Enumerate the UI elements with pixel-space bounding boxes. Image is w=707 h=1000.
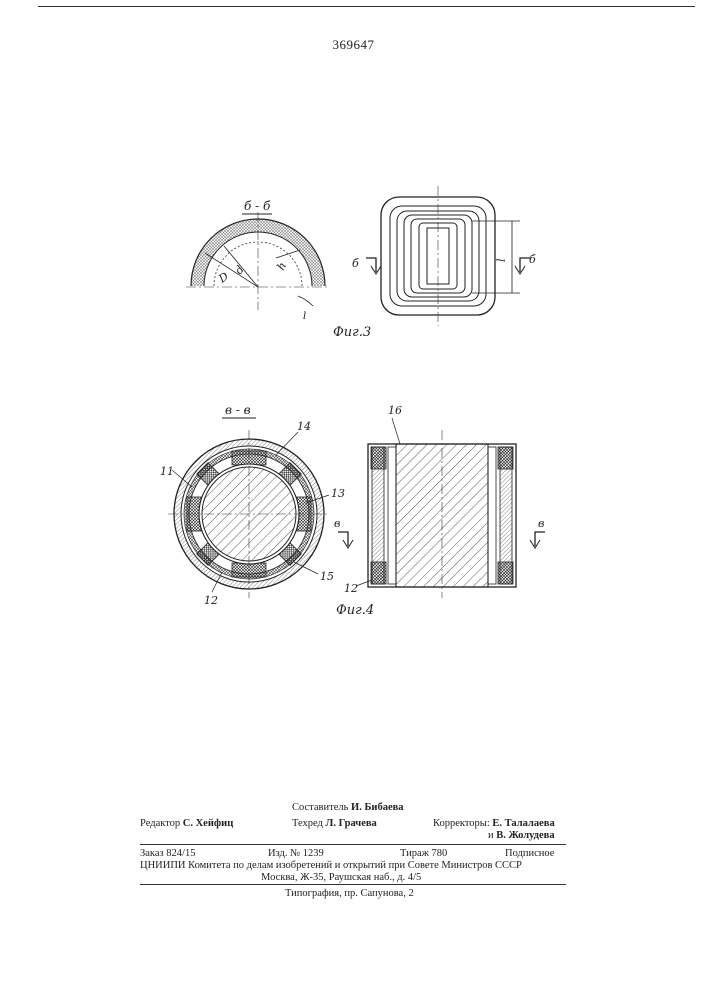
fig4-longitudinal-view: 16 12 в в xyxy=(334,404,545,598)
fig3-dim-h-line xyxy=(276,250,300,258)
footer-rule-1 xyxy=(140,844,566,845)
fig4-ref-11: 11 xyxy=(160,465,174,478)
fig4-ref-13: 13 xyxy=(331,487,345,500)
corrector-2: В. Жолудева xyxy=(496,830,554,841)
fig3-caption: Фиг.3 xyxy=(333,325,371,340)
fig3-section-view: б - б D d h l xyxy=(186,199,330,322)
fig4-ref-12b: 12 xyxy=(344,582,358,595)
fig3-cut-label-right: б xyxy=(529,253,536,266)
fig4-cut-right xyxy=(535,532,545,546)
editor-line: Редактор С. Хейфиц xyxy=(140,817,233,830)
corrector-1: Е. Талалаева xyxy=(492,818,554,829)
fig3-cut-label-left: б xyxy=(352,257,359,270)
fig4-cut-label-right: в xyxy=(538,517,544,530)
fig3-dim-l: l xyxy=(303,311,306,322)
fig3-dim-l-arc xyxy=(298,296,313,306)
editor-name: С. Хейфиц xyxy=(183,818,234,829)
techred-line: Техред Л. Грачева xyxy=(292,817,377,830)
fig3-cut-left xyxy=(366,258,376,272)
fig4-cut-label-left: в xyxy=(334,517,340,530)
fig4-caption: Фиг.4 xyxy=(336,603,374,618)
editor-label: Редактор xyxy=(140,818,180,829)
address: Москва, Ж-35, Раушская наб., д. 4/5 xyxy=(261,871,421,884)
fig4-ref-12a: 12 xyxy=(204,594,218,607)
fig4-ref-14: 14 xyxy=(297,420,311,433)
compiler-line: Составитель И. Бибаева xyxy=(292,801,404,814)
compiler-name: И. Бибаева xyxy=(351,802,404,813)
compiler-label: Составитель xyxy=(292,802,348,813)
fig4-ref-15: 15 xyxy=(320,570,334,583)
printer: Типография, пр. Сапунова, 2 xyxy=(285,887,414,900)
fig4-cut-left xyxy=(338,532,348,546)
fig3-dim-h: h xyxy=(274,260,289,273)
techred-name: Л. Грачева xyxy=(326,818,377,829)
corrector-2-line: и В. Жолудева xyxy=(488,829,555,842)
fig3-dim-D: D xyxy=(215,270,231,286)
fig3-dim-D-line xyxy=(205,253,258,287)
fig3-front-dim-l: l xyxy=(495,258,508,262)
fig3-section-label: б - б xyxy=(244,199,271,213)
correctors-label: Корректоры: xyxy=(433,818,490,829)
corrector-2-prefix: и xyxy=(488,830,494,841)
fig4-section-label: в - в xyxy=(225,403,251,417)
fig3-front-view: l б б xyxy=(352,186,536,326)
fig4-section-view: в - в 11 14 13 15 12 xyxy=(160,403,345,607)
footer-rule-2 xyxy=(140,884,566,885)
fig4-ref-16: 16 xyxy=(388,404,402,417)
techred-label: Техред xyxy=(292,818,323,829)
